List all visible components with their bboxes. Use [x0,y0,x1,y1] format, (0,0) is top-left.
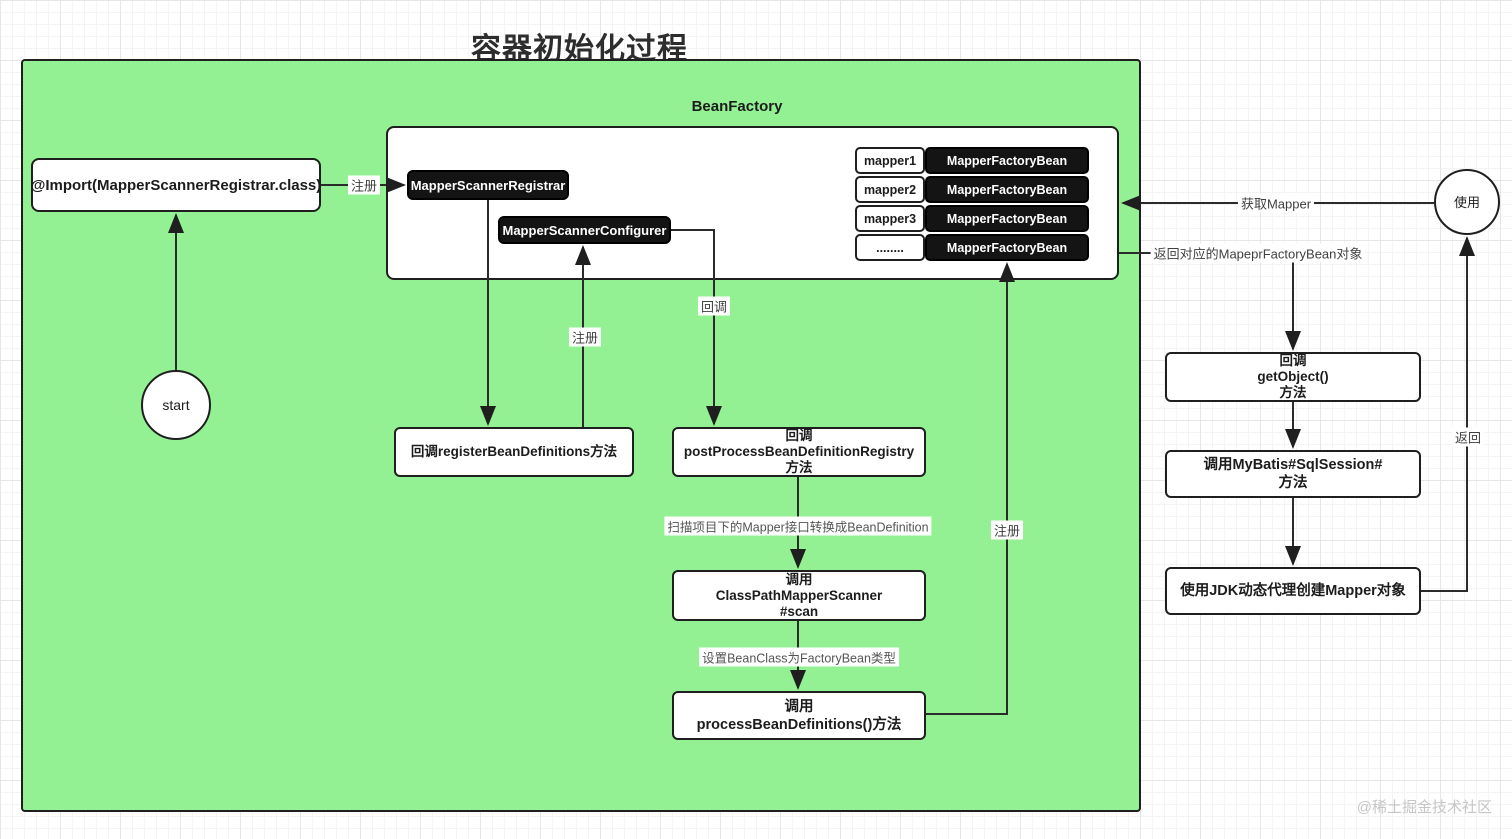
mapper-table-value: MapperFactoryBean [925,147,1089,174]
mapper-table-key: ........ [855,234,925,261]
mapper-table-value: MapperFactoryBean [925,234,1089,261]
node-jdk-proxy: 使用JDK动态代理创建Mapper对象 [1165,567,1421,615]
node-line: ClassPathMapperScanner [715,587,883,603]
edge-label-register-configurer: 注册 [568,327,602,347]
node-line: 调用MyBatis#SqlSession# [1203,457,1383,473]
edge-label-return-factory-bean: 返回对应的MapeprFactoryBean对象 [1150,243,1366,263]
node-get-object: 回调 getObject() 方法 [1165,352,1421,402]
node-line: 回调 [785,428,813,443]
node-classpath-mapper-scanner: 调用 ClassPathMapperScanner #scan [672,570,926,621]
mapper-table-key: mapper3 [855,205,925,232]
node-line: #scan [779,603,819,619]
node-sql-session: 调用MyBatis#SqlSession# 方法 [1165,450,1421,498]
watermark: @稀土掘金技术社区 [1356,799,1492,816]
edge-label-scan-note: 扫描项目下的Mapper接口转换成BeanDefinition [664,516,932,536]
edge-label-return-mapper: 返回 [1451,427,1485,447]
edge-jdkproxy-to-use [1421,236,1475,592]
beanfactory-label: BeanFactory [691,98,783,115]
node-line: processBeanDefinitions()方法 [696,716,902,733]
edge-label-register-import: 注册 [347,175,381,195]
node-line: getObject() [1257,369,1329,384]
node-import-annotation: @Import(MapperScannerRegistrar.class) [31,158,321,212]
mapper-table-value: MapperFactoryBean [925,176,1089,203]
node-mapper-scanner-configurer: MapperScannerConfigurer [498,216,671,244]
mapper-table-key: mapper1 [855,147,925,174]
node-register-bean-definitions: 回调registerBeanDefinitions方法 [394,427,634,477]
mapper-table-value: MapperFactoryBean [925,205,1089,232]
node-process-bean-definitions: 调用 processBeanDefinitions()方法 [672,691,926,740]
edge-label-register-mappers: 注册 [990,520,1024,540]
edge-label-callback: 回调 [697,296,731,316]
node-line: 方法 [785,460,813,475]
node-mapper-scanner-registrar: MapperScannerRegistrar [407,170,569,200]
node-start: start [141,370,211,440]
node-post-process-registry: 回调 postProcessBeanDefinitionRegistry 方法 [672,427,926,477]
node-line: 调用 [785,571,813,587]
node-line: 方法 [1278,475,1308,491]
edge-beanfactory-to-getobject [1119,252,1301,351]
edge-label-set-bean-class: 设置BeanClass为FactoryBean类型 [699,647,899,667]
node-line: postProcessBeanDefinitionRegistry [683,444,915,459]
mapper-table-key: mapper2 [855,176,925,203]
node-use: 使用 [1434,169,1500,235]
edge-label-get-mapper: 获取Mapper [1237,193,1315,213]
node-line: 回调 [1279,353,1307,368]
node-line: 方法 [1279,385,1307,400]
node-line: 调用 [784,698,814,715]
